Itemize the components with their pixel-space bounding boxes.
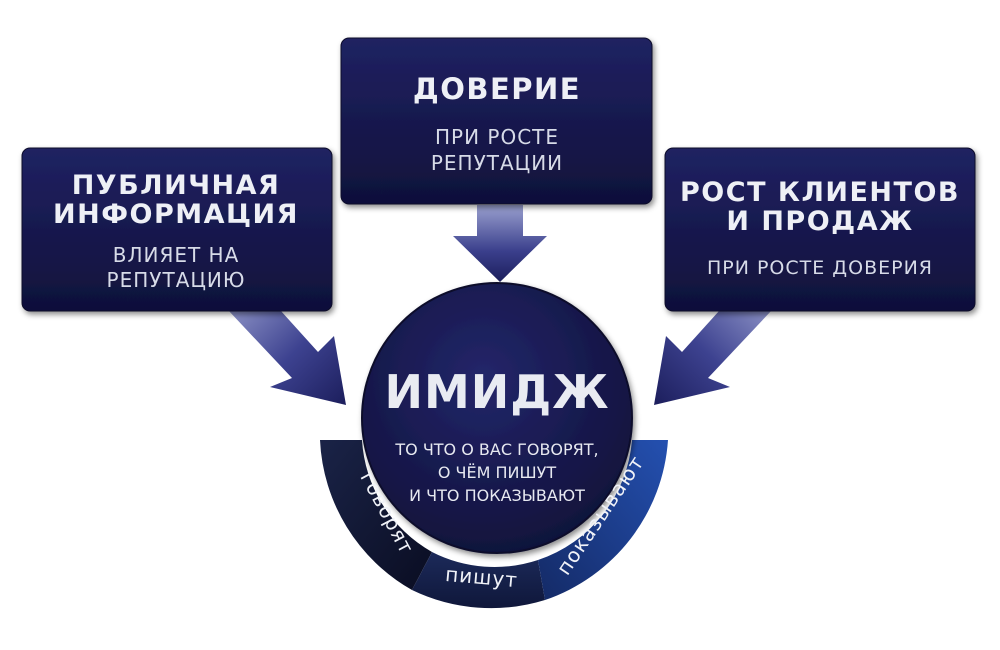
box-trust-subtitle-line2: РЕПУТАЦИИ: [431, 151, 563, 175]
box-public-info: [21, 147, 333, 312]
box-public-info-subtitle-line2: РЕПУТАЦИЮ: [107, 268, 246, 292]
box-public-info-subtitle-line1: ВЛИЯЕТ НА: [113, 243, 240, 267]
box-clients-sales-title-line2: И ПРОДАЖ: [726, 206, 913, 237]
arrow-left: [228, 290, 346, 405]
center-subtitle-line2: О ЧЁМ ПИШУТ: [438, 463, 557, 482]
box-trust-title: ДОВЕРИЕ: [413, 72, 581, 106]
center-subtitle-line3: И ЧТО ПОКАЗЫВАЮТ: [409, 486, 585, 505]
box-clients-sales: [664, 147, 976, 312]
box-trust-subtitle-line1: ПРИ РОСТЕ: [435, 125, 559, 149]
center-subtitle-line1: ТО ЧТО О ВАС ГОВОРЯТ,: [394, 440, 598, 459]
arrow-down: [453, 205, 547, 282]
box-clients-sales-subtitle: ПРИ РОСТЕ ДОВЕРИЯ: [707, 257, 933, 279]
box-clients-sales-title-line1: РОСТ КЛИЕНТОВ: [680, 177, 960, 208]
box-public-info-title-line1: ПУБЛИЧНАЯ: [72, 170, 281, 201]
center-title: ИМИДЖ: [384, 365, 609, 419]
box-trust: [340, 37, 653, 205]
box-public-info-title-line2: ИНФОРМАЦИЯ: [53, 199, 299, 230]
segment-write: [412, 552, 545, 609]
center-circle: [361, 282, 633, 554]
segment-say: [320, 440, 432, 590]
segment-show: [538, 440, 668, 600]
arrow-right: [654, 290, 772, 405]
